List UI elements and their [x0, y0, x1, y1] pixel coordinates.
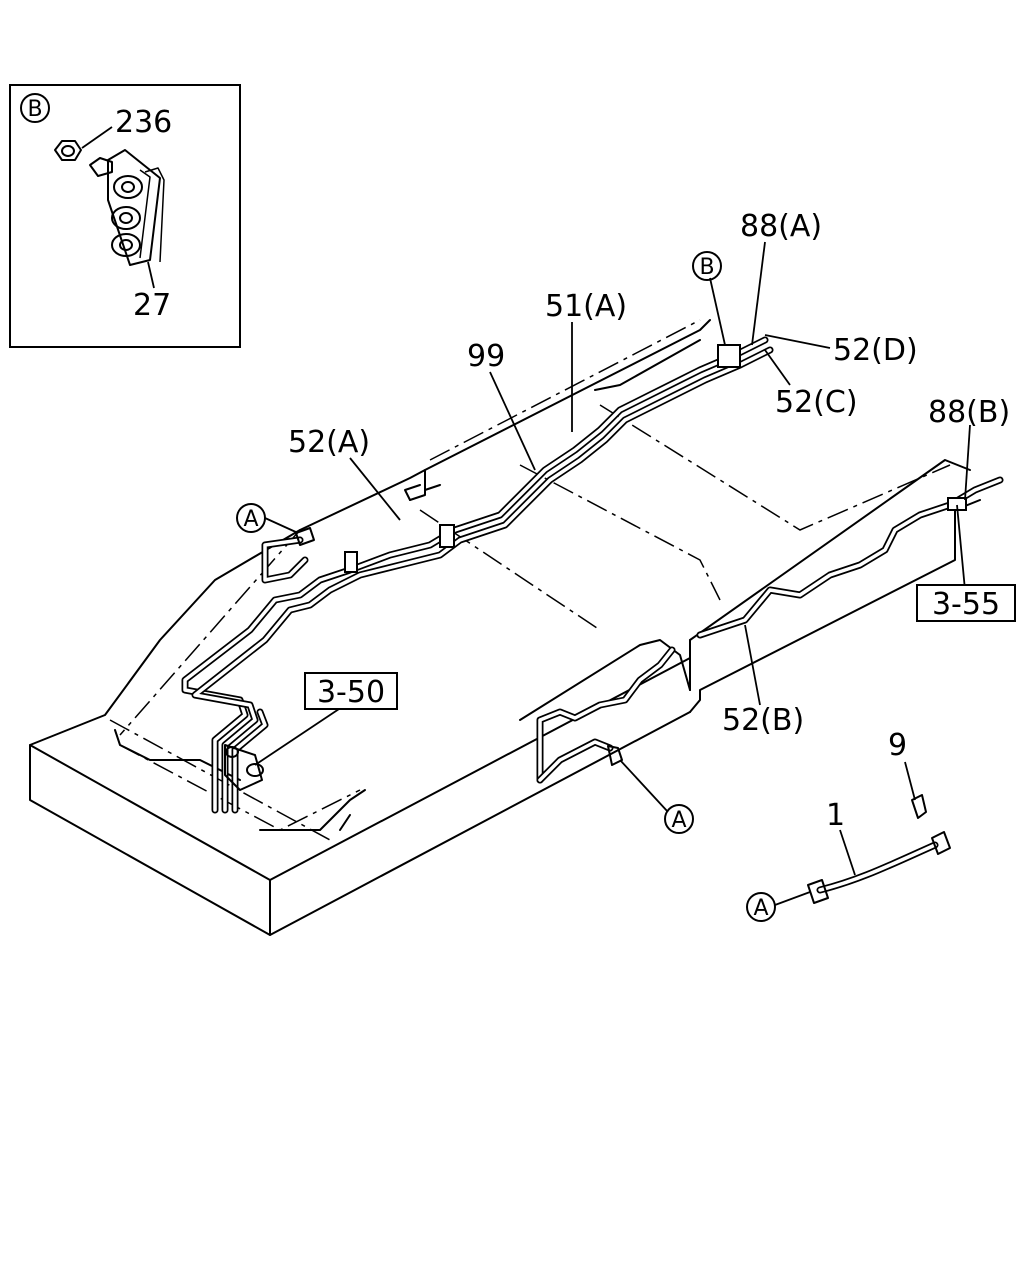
bolt-icon	[607, 745, 623, 766]
leader-27	[147, 261, 155, 289]
inset-marker: B	[27, 97, 42, 122]
label-9: 9	[888, 728, 907, 763]
leader-lines	[254, 241, 971, 906]
label-51a: 51(A)	[545, 289, 627, 324]
label-52a: 52(A)	[288, 425, 370, 460]
pipe-clip	[344, 551, 358, 573]
label-88b: 88(B)	[928, 395, 1010, 430]
brake-pipes	[181, 336, 1004, 814]
valve-icon	[224, 744, 264, 791]
ref-box-3-50: 3-50	[304, 672, 398, 710]
marker-b-clip: B	[692, 251, 722, 281]
clip-b-body	[717, 344, 741, 368]
label-52d: 52(D)	[833, 333, 918, 368]
callout-labels: 88(A) 51(A) 52(D) 52(C) 99 88(B) 52(A) 5…	[288, 209, 1010, 833]
marker-a-hose: A	[746, 892, 776, 922]
ref-box-3-55: 3-55	[916, 584, 1016, 622]
marker-a-left-label: A	[243, 507, 258, 532]
marker-a-hose-label: A	[753, 896, 768, 921]
ref-3-50-label: 3-50	[317, 675, 385, 710]
label-52c: 52(C)	[775, 385, 858, 420]
label-88a: 88(A)	[740, 209, 822, 244]
marker-a-mid-label: A	[671, 808, 686, 833]
leader-236	[81, 126, 113, 149]
marker-a-left: A	[236, 503, 266, 533]
triple-clip-icon	[89, 149, 165, 266]
inset-detail-b: B 236 27	[9, 84, 241, 348]
pipe-clip	[439, 524, 455, 548]
marker-b-clip-label: B	[699, 255, 714, 280]
inset-marker-circle	[20, 93, 50, 123]
flex-hose-icon	[807, 831, 951, 904]
label-236: 236	[115, 105, 172, 140]
ref-3-55-label: 3-55	[932, 587, 1000, 622]
nut-icon	[54, 140, 82, 161]
hose-clip-icon	[911, 794, 927, 819]
marker-a-mid: A	[664, 804, 694, 834]
inset-frame	[9, 84, 241, 348]
label-99: 99	[467, 339, 505, 374]
label-1: 1	[826, 798, 845, 833]
label-52b: 52(B)	[722, 703, 804, 738]
label-27: 27	[133, 288, 171, 323]
bolt-icon	[295, 527, 315, 546]
